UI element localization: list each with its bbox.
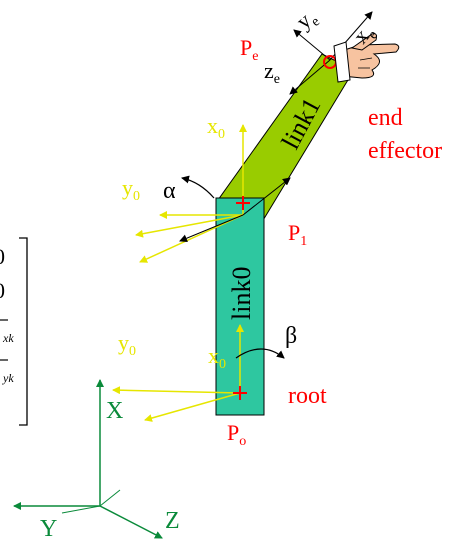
alpha-label: α [163, 178, 176, 204]
matrix-row-4-sub: yk [2, 371, 14, 385]
end-effector-label-line2: effector [368, 138, 442, 164]
matrix-row-1: 0 [0, 244, 5, 269]
po-label: Po [227, 420, 246, 449]
world-x-label: X [106, 398, 123, 424]
pe-label: Pe [240, 35, 258, 64]
x0-upper-label: x0 [207, 113, 225, 142]
matrix-row-2: 0 [0, 278, 5, 303]
p1-label: P1 [288, 220, 307, 249]
world-z-label: Z [165, 508, 180, 534]
matrix-row-3-sub: xk [2, 331, 14, 345]
world-y-label: Y [40, 516, 57, 542]
world-frame [13, 379, 163, 539]
pointing-hand-icon [333, 33, 400, 83]
link0-label: link0 [227, 267, 256, 320]
matrix-fragment: 0 0 xk yk [0, 237, 28, 426]
end-effector-label-line1: end [368, 105, 403, 131]
y0-upper-label: y0 [122, 175, 140, 204]
matrix-right-bracket [19, 237, 28, 426]
root-label: root [288, 383, 327, 409]
joint-frame-lower [112, 324, 285, 422]
joint-frame-upper [135, 124, 291, 263]
x0-lower-label: x0 [208, 343, 226, 372]
beta-label: β [285, 323, 297, 349]
y0-lower-label: y0 [118, 330, 136, 359]
ze-label: ze [264, 58, 280, 87]
